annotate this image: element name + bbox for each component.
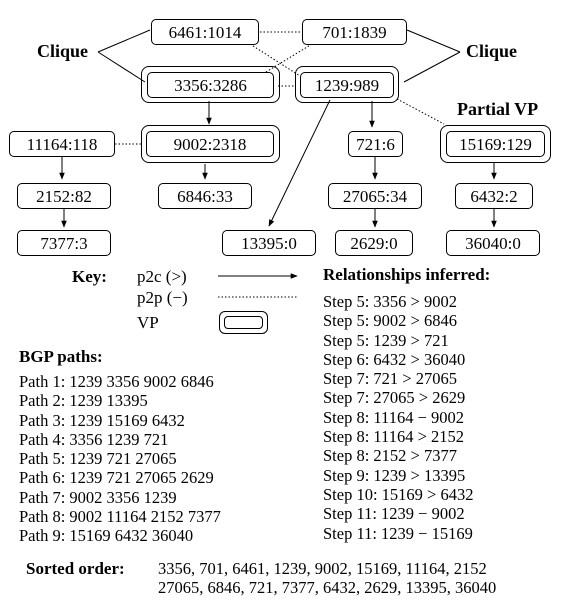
as-node-2629: 2629:0	[335, 230, 413, 256]
as-node-7377: 7377:3	[17, 230, 111, 256]
vp-outline-9002	[141, 125, 280, 163]
bgp-path: Path 4: 3356 1239 721	[19, 429, 169, 449]
as-node-1239: 1239:989	[300, 72, 394, 98]
sorted-order-line-1: 3356, 701, 6461, 1239, 9002, 15169, 1116…	[158, 559, 487, 578]
relationship-step: Step 6: 6432 > 36040	[323, 349, 466, 369]
clique-label-left: Clique	[37, 41, 89, 61]
key-vp-symbol	[219, 311, 268, 334]
bgp-path: Path 6: 1239 721 27065 2629	[19, 468, 214, 488]
relationship-step: Step 10: 15169 > 6432	[323, 484, 474, 504]
as-node-721: 721:6	[348, 131, 403, 157]
bgp-path: Path 2: 1239 13395	[19, 391, 148, 411]
relationship-step: Step 11: 1239 − 15169	[323, 523, 473, 543]
as-node-3356: 3356:3286	[147, 72, 274, 98]
as-node-701: 701:1839	[302, 19, 407, 45]
relationship-step: Step 8: 2152 > 7377	[323, 446, 457, 466]
relationship-step-list: Step 5: 3356 > 9002 Step 5: 9002 > 6846 …	[323, 292, 473, 543]
bgp-path-list: Path 1: 1239 3356 9002 6846 Path 2: 1239…	[19, 372, 221, 546]
p2p-edge-1239-15169	[396, 98, 445, 125]
key-vp-symbol-inner	[224, 316, 263, 329]
as-node-27065: 27065:34	[328, 183, 422, 209]
as-node-2152: 2152:82	[17, 183, 111, 209]
relationship-step: Step 7: 27065 > 2629	[323, 388, 466, 408]
p2p-edge-6461-1239	[249, 43, 301, 77]
as-node-9002: 9002:2318	[146, 131, 274, 157]
clique-left-line-top	[97, 29, 151, 53]
key-vp-label: VP	[137, 313, 159, 332]
bgp-path: Path 9: 15169 6432 36040	[19, 526, 194, 546]
relationship-step: Step 7: 721 > 27065	[323, 369, 457, 389]
p2c-edge-1239-13395	[268, 99, 331, 227]
as-node-15169: 15169:129	[446, 131, 545, 157]
clique-label-right: Clique	[466, 41, 518, 61]
relationship-step: Step 11: 1239 − 9002	[323, 504, 465, 524]
as-node-6432: 6432:2	[455, 183, 533, 209]
bgp-path: Path 8: 9002 11164 2152 7377	[19, 507, 221, 527]
relationship-step: Step 5: 9002 > 6846	[323, 311, 457, 331]
clique-right-line-top	[406, 29, 461, 53]
as-node-6461: 6461:1014	[151, 19, 259, 45]
relationship-step: Step 5: 3356 > 9002	[323, 292, 457, 311]
as-node-13395: 13395:0	[222, 230, 316, 256]
bgp-path: Path 1: 1239 3356 9002 6846	[19, 372, 214, 391]
vp-outline-1239	[295, 66, 399, 103]
relationship-step: Step 5: 1239 > 721	[323, 330, 449, 350]
clique-left-line-bottom	[97, 51, 146, 83]
vp-outline-3356	[141, 66, 280, 103]
sorted-order-title: Sorted order:	[26, 559, 125, 578]
relationship-step: Step 8: 11164 > 2152	[323, 427, 464, 447]
sorted-order-line-2: 27065, 6846, 721, 7377, 6432, 2629, 1339…	[158, 578, 497, 597]
bgp-path: Path 3: 1239 15169 6432	[19, 410, 185, 430]
bgp-path: Path 7: 9002 3356 1239	[19, 487, 177, 507]
as-node-6846: 6846:33	[158, 183, 252, 209]
as-node-36040: 36040:0	[446, 230, 540, 256]
key-p2p-label: p2p (−)	[137, 288, 188, 307]
bgp-path: Path 5: 1239 721 27065	[19, 449, 177, 469]
as-node-11164: 11164:118	[9, 131, 115, 157]
relationship-step: Step 9: 1239 > 13395	[323, 465, 466, 485]
bgp-paths-title: BGP paths:	[19, 347, 103, 366]
clique-right-line-bottom	[403, 51, 461, 83]
key-title: Key:	[72, 267, 107, 286]
partial-vp-label: Partial VP	[457, 99, 539, 119]
relationship-step: Step 8: 11164 − 9002	[323, 407, 464, 427]
vp-outline-15169	[440, 125, 551, 163]
relationships-title: Relationships inferred:	[323, 265, 491, 284]
key-p2c-label: p2c (>)	[137, 267, 187, 286]
